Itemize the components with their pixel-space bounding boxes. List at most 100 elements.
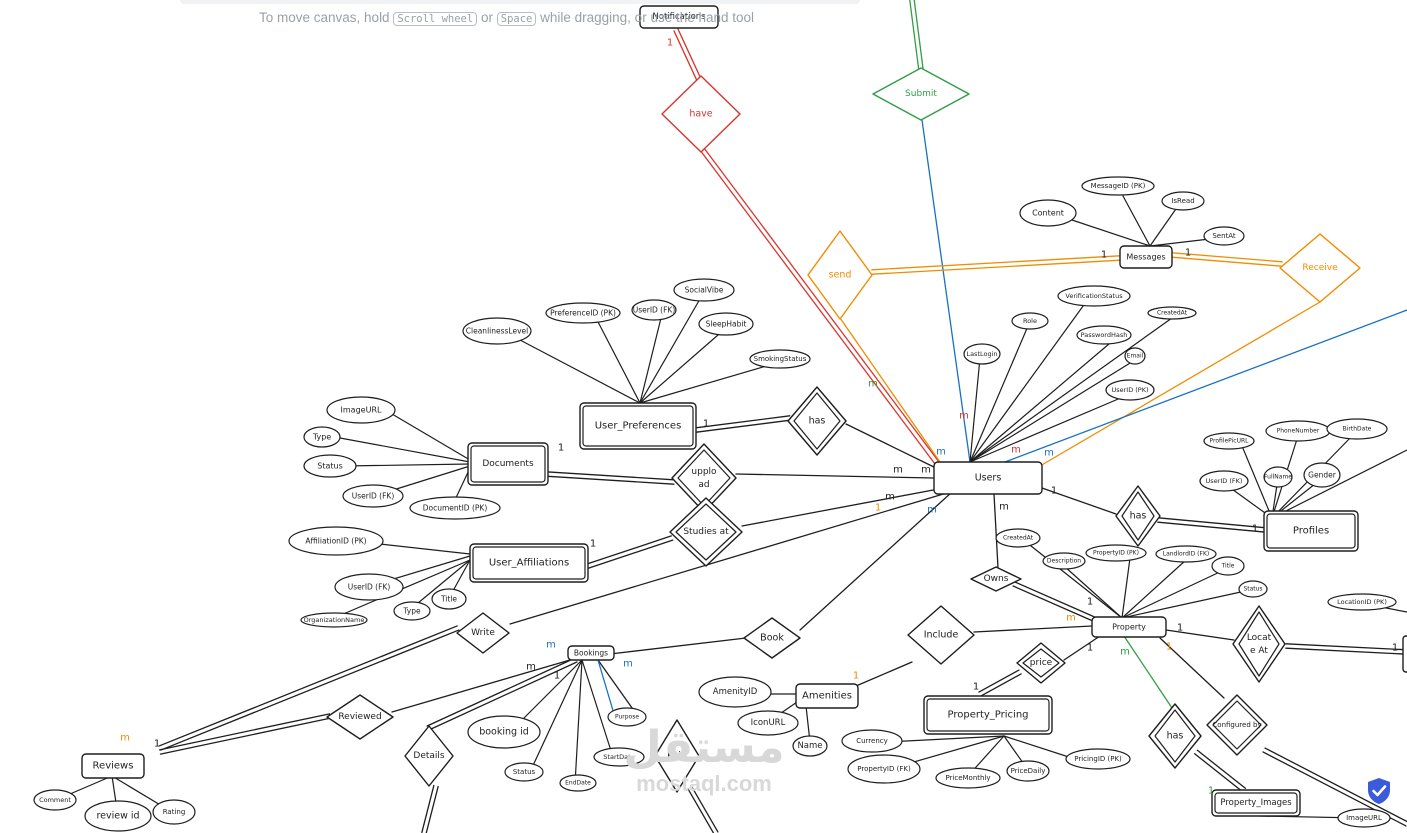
attribute-user-id-pk[interactable]: UserID (PK) bbox=[1105, 379, 1155, 401]
attribute-currency[interactable]: Currency bbox=[841, 729, 903, 753]
attribute-description[interactable]: Description bbox=[1042, 552, 1086, 570]
attribute-preference-id[interactable]: PreferenceID (PK) bbox=[545, 302, 621, 324]
relationship-paid[interactable]: Paid bbox=[654, 719, 700, 793]
attribute-aff-type[interactable]: Type bbox=[393, 601, 431, 621]
attribute-document-id[interactable]: DocumentID (PK) bbox=[409, 496, 501, 520]
attribute-pricing-id[interactable]: PricingID (PK) bbox=[1065, 748, 1131, 770]
attribute-doc-user-id[interactable]: UserID (FK) bbox=[342, 484, 404, 508]
relationship-owns[interactable]: Owns bbox=[970, 566, 1022, 592]
entity-users[interactable]: Users bbox=[933, 461, 1043, 495]
attribute-social-vibe[interactable]: SocialVibe bbox=[673, 278, 735, 302]
attribute-comment[interactable]: Comment bbox=[33, 789, 77, 811]
entity-label: Property_Pricing bbox=[947, 710, 1028, 721]
attribute-prop-created-at[interactable]: CreatedAt bbox=[995, 528, 1041, 548]
entity-bookings[interactable]: Bookings bbox=[567, 645, 615, 661]
attribute-image-url-2[interactable]: ImageURL bbox=[1337, 808, 1391, 828]
attribute-last-login[interactable]: LastLogin bbox=[963, 343, 1001, 365]
entity-location-partial[interactable] bbox=[1402, 635, 1407, 673]
attribute-prop-title[interactable]: Title bbox=[1211, 556, 1245, 576]
entity-notifications[interactable]: Notifications bbox=[639, 5, 719, 29]
attribute-created-at[interactable]: CreatedAt bbox=[1147, 306, 1197, 320]
cardinality-one: 1 bbox=[875, 503, 881, 514]
attribute-pricing-property-id[interactable]: PropertyID (FK) bbox=[847, 754, 921, 784]
relationship-write[interactable]: Write bbox=[456, 612, 510, 654]
attribute-full-name[interactable]: FullName bbox=[1263, 466, 1293, 488]
relationship-send[interactable]: send bbox=[807, 230, 873, 320]
relationship-receive[interactable]: Receive bbox=[1279, 233, 1361, 303]
attribute-label: Content bbox=[1032, 209, 1064, 218]
attribute-doc-type[interactable]: Type bbox=[303, 426, 341, 448]
attribute-is-read[interactable]: IsRead bbox=[1161, 191, 1205, 211]
attribute-affiliation-id[interactable]: AffiliationID (PK) bbox=[288, 526, 384, 556]
attribute-profile-pic-url[interactable]: ProfilePicURL bbox=[1203, 432, 1255, 450]
relationship-details[interactable]: Details bbox=[404, 725, 454, 787]
attribute-end-date[interactable]: EndDate bbox=[559, 774, 597, 792]
attribute-aff-user-id[interactable]: UserID (FK) bbox=[334, 573, 404, 601]
entity-user-affiliations[interactable]: User_Affiliations bbox=[469, 543, 589, 583]
relationship-has-profile[interactable]: has bbox=[1115, 485, 1161, 547]
attribute-message-id[interactable]: MessageID (PK) bbox=[1081, 176, 1155, 196]
relationship-book[interactable]: Book bbox=[743, 617, 801, 659]
entity-property-images[interactable]: Property_Images bbox=[1211, 789, 1301, 817]
relationship-price[interactable]: price bbox=[1016, 642, 1066, 684]
attribute-amenity-id[interactable]: AmenityID bbox=[698, 676, 772, 708]
attribute-pref-user-id[interactable]: UserID (FK) bbox=[631, 299, 677, 321]
relationship-has-prefs[interactable]: has bbox=[787, 386, 847, 456]
attribute-price-monthly[interactable]: PriceMonthly bbox=[935, 767, 1001, 789]
attribute-smoking-status[interactable]: SmokingStatus bbox=[749, 349, 811, 369]
attribute-organization-name[interactable]: OrganizationName bbox=[300, 612, 368, 628]
attribute-gender[interactable]: Gender bbox=[1303, 462, 1341, 488]
relationship-label-line2: ad bbox=[698, 480, 709, 490]
attribute-email[interactable]: Email bbox=[1124, 347, 1146, 365]
relationship-studies-at[interactable]: Studies at bbox=[669, 497, 743, 567]
attribute-cleanliness-level[interactable]: CleanlinessLevel bbox=[462, 317, 532, 345]
relationship-configured-by[interactable]: Configured by bbox=[1206, 694, 1268, 756]
attribute-booking-status[interactable]: Status bbox=[504, 762, 544, 782]
entity-property[interactable]: Property bbox=[1091, 616, 1167, 638]
attribute-booking-id[interactable]: booking id bbox=[467, 715, 541, 749]
entity-property-pricing[interactable]: Property_Pricing bbox=[923, 695, 1053, 735]
attribute-prop-status[interactable]: Status bbox=[1238, 580, 1268, 598]
cardinality-many: m bbox=[927, 505, 937, 516]
users-offscreen-line bbox=[1004, 309, 1407, 463]
attribute-price-daily[interactable]: PriceDaily bbox=[1006, 760, 1050, 782]
entity-label: Bookings bbox=[574, 649, 608, 658]
attribute-connector-line bbox=[969, 317, 1173, 463]
attribute-doc-status[interactable]: Status bbox=[303, 454, 357, 478]
attribute-start-date[interactable]: StartDate bbox=[593, 747, 645, 767]
attribute-verification-status[interactable]: VerificationStatus bbox=[1057, 285, 1131, 307]
relationship-have[interactable]: have bbox=[661, 75, 741, 153]
cardinality-one: 1 bbox=[1051, 486, 1057, 497]
entity-amenities[interactable]: Amenities bbox=[795, 683, 859, 709]
attribute-review-id[interactable]: review id bbox=[84, 800, 152, 832]
attribute-aff-title[interactable]: Title bbox=[431, 588, 467, 610]
attribute-property-id[interactable]: PropertyID (PK) bbox=[1085, 544, 1147, 562]
attribute-sent-at[interactable]: SentAt bbox=[1203, 226, 1245, 246]
entity-user-preferences[interactable]: User_Preferences bbox=[579, 402, 697, 450]
attribute-phone-number[interactable]: PhoneNumber bbox=[1265, 420, 1331, 442]
relationship-submit[interactable]: Submit bbox=[872, 67, 970, 121]
entity-profiles[interactable]: Profiles bbox=[1263, 510, 1359, 552]
entity-messages[interactable]: Messages bbox=[1119, 245, 1173, 269]
attribute-image-url[interactable]: ImageURL bbox=[326, 396, 396, 424]
attribute-role[interactable]: Role bbox=[1011, 312, 1049, 330]
attribute-landlord-id[interactable]: LandlordID (FK) bbox=[1155, 545, 1217, 563]
relationship-include[interactable]: Include bbox=[907, 605, 975, 665]
relationship-has-images[interactable]: has bbox=[1148, 703, 1202, 769]
shield-check-icon[interactable] bbox=[1366, 777, 1392, 805]
entity-reviews[interactable]: Reviews bbox=[81, 753, 145, 779]
entity-documents[interactable]: Documents bbox=[467, 442, 549, 486]
attribute-prof-user-id[interactable]: UserID (FK) bbox=[1199, 470, 1249, 492]
relationship-reviewed[interactable]: Reviewed bbox=[326, 694, 394, 740]
attribute-icon-url[interactable]: IconURL bbox=[737, 710, 799, 736]
attribute-password-hash[interactable]: PasswordHash bbox=[1076, 325, 1132, 345]
attribute-birth-date[interactable]: BirthDate bbox=[1326, 418, 1388, 440]
attribute-location-id[interactable]: LocationID (PK) bbox=[1327, 593, 1397, 611]
attribute-purpose[interactable]: Purpose bbox=[607, 707, 647, 727]
attribute-content[interactable]: Content bbox=[1019, 199, 1077, 227]
attribute-rating[interactable]: Rating bbox=[152, 799, 196, 825]
attribute-sleep-habit[interactable]: SleepHabit bbox=[698, 312, 754, 336]
attribute-amenity-name[interactable]: Name bbox=[792, 735, 828, 757]
